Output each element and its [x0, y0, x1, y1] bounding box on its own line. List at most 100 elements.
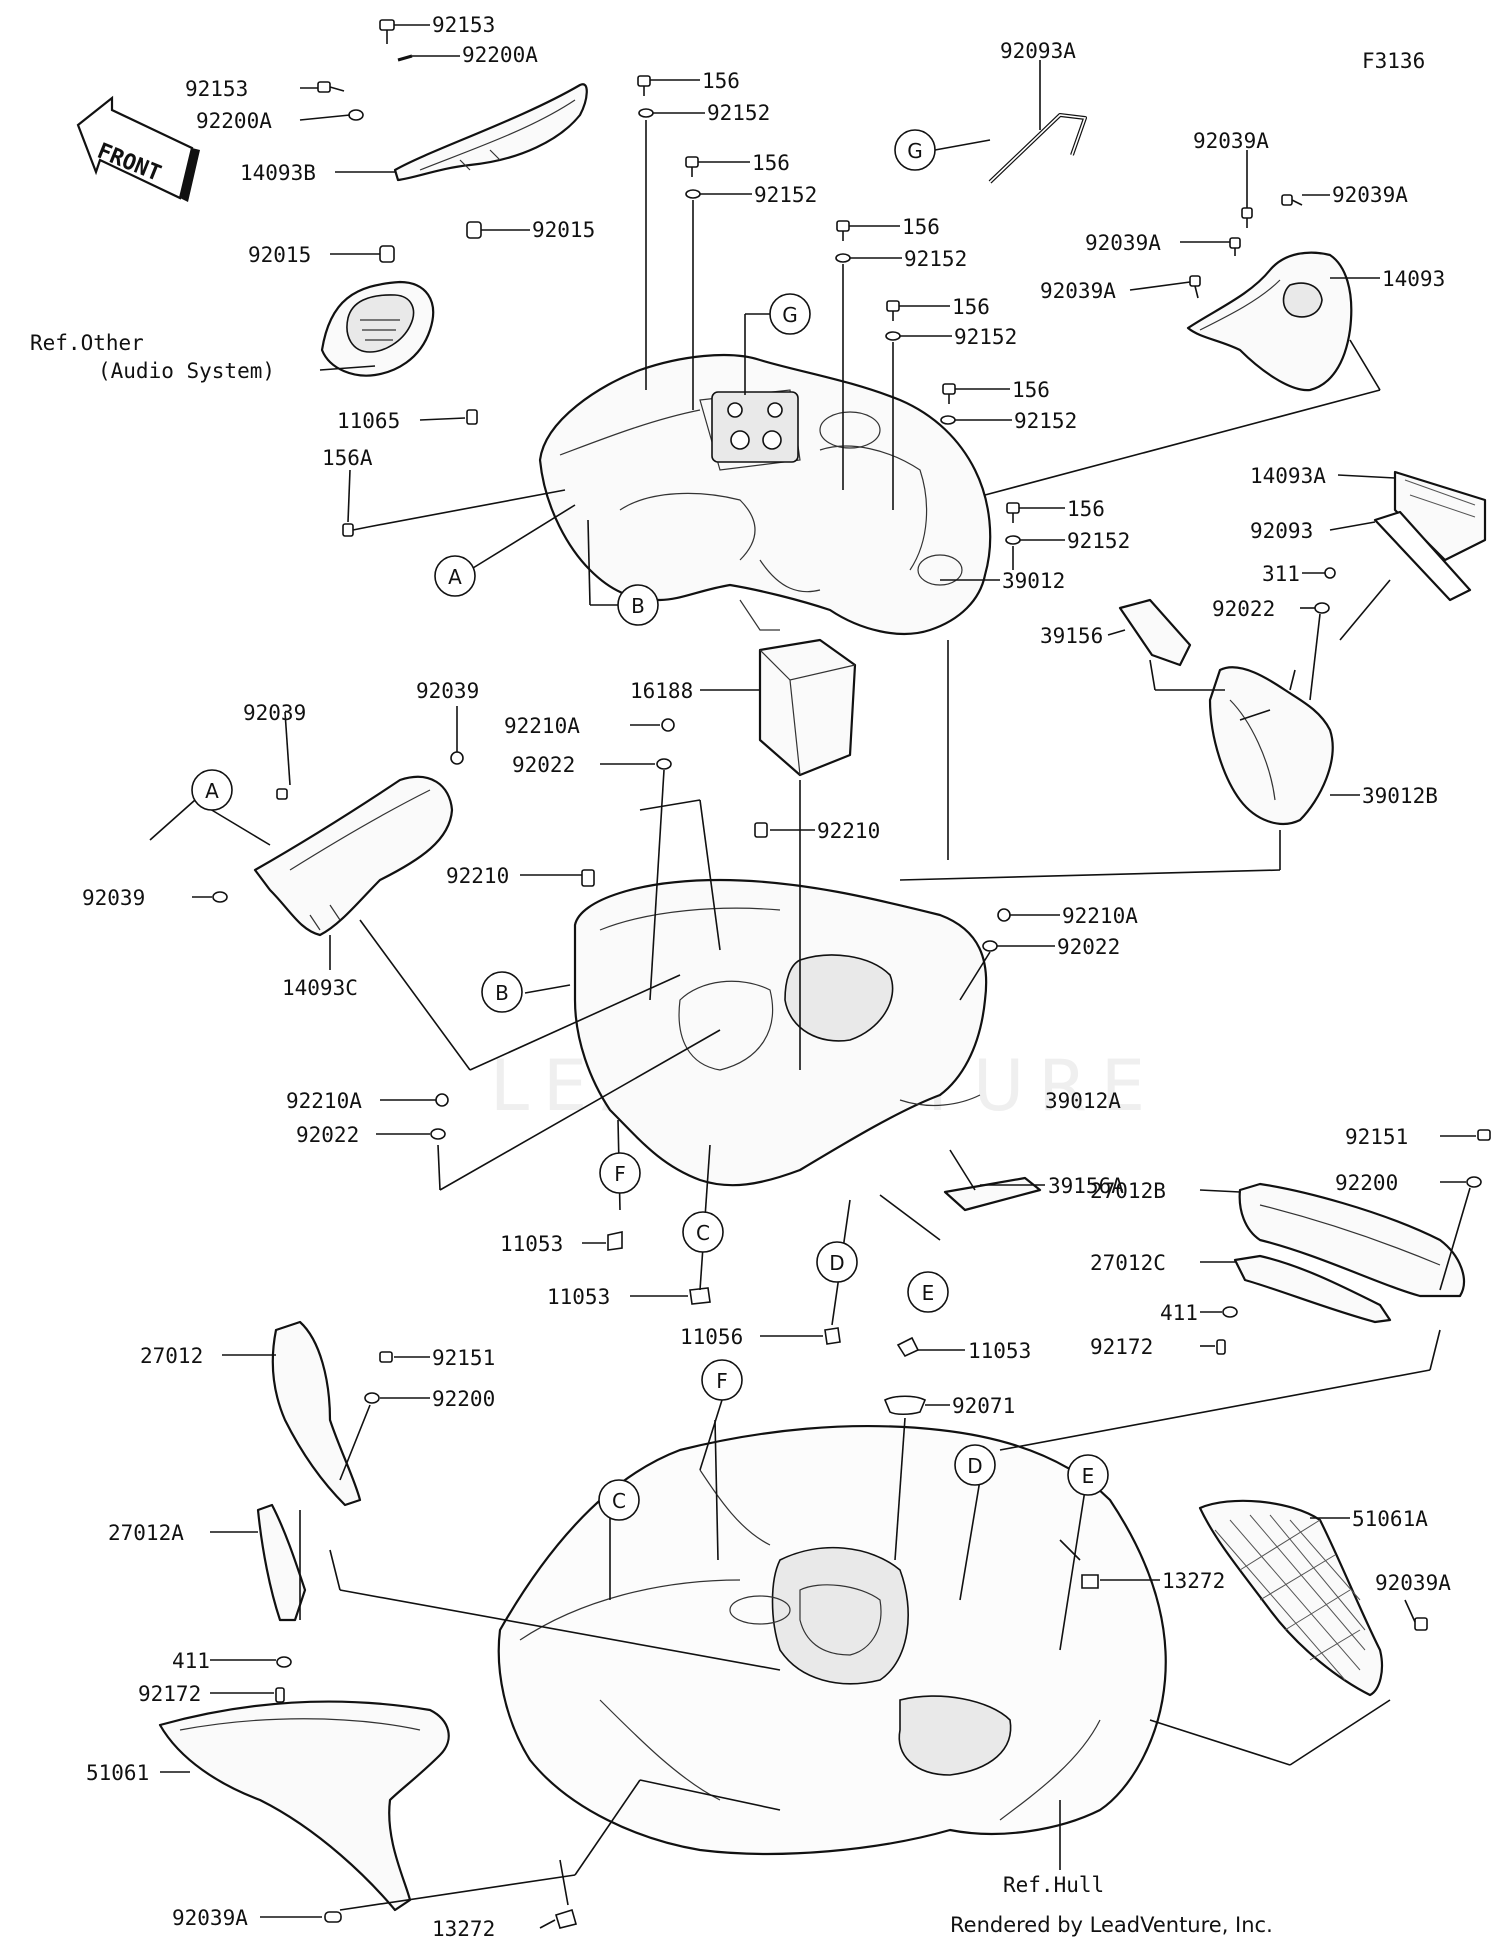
svg-text:G: G — [907, 139, 923, 163]
label-92153-b: 92153 — [185, 77, 248, 101]
label-92200a-a: 92200A — [462, 43, 538, 67]
label-14093: 14093 — [1382, 267, 1445, 291]
label-92071: 92071 — [952, 1394, 1015, 1418]
label-92022-left: 92022 — [296, 1123, 359, 1147]
label-51061: 51061 — [86, 1761, 149, 1785]
svg-text:A: A — [448, 565, 462, 589]
hardware-13272-left — [555, 1908, 577, 1929]
label-92210a-left: 92210A — [286, 1089, 362, 1113]
hardware-clips — [607, 1231, 920, 1358]
label-39156a: 39156A — [1048, 1174, 1124, 1198]
part-51061a-grille — [1198, 1499, 1384, 1697]
label-92210a-right: 92210A — [1062, 904, 1138, 928]
part-92093a-handle — [988, 113, 1087, 184]
callout-a-top: A — [434, 504, 576, 597]
label-92039-1: 92039 — [416, 679, 479, 703]
label-27012c: 27012C — [1090, 1251, 1166, 1275]
label-92210-left: 92210 — [446, 864, 509, 888]
label-14093a: 14093A — [1250, 464, 1326, 488]
hardware-13272-right — [1081, 1574, 1099, 1589]
label-27012: 27012 — [140, 1344, 203, 1368]
svg-text:F: F — [614, 1162, 626, 1186]
label-92039-3: 92039 — [82, 886, 145, 910]
hardware-92200-right — [1466, 1176, 1482, 1188]
label-92015-b: 92015 — [248, 243, 311, 267]
part-27012 — [271, 1320, 362, 1507]
label-39012: 39012 — [1002, 569, 1065, 593]
svg-text:D: D — [829, 1251, 844, 1275]
label-92210a-top: 92210A — [504, 714, 580, 738]
callout-a-left: A — [191, 769, 233, 811]
hardware-92210a-right — [997, 908, 1011, 922]
label-11065: 11065 — [337, 409, 400, 433]
svg-text:C: C — [696, 1221, 710, 1245]
callout-e-hull: E — [1067, 1454, 1109, 1496]
label-16188: 16188 — [630, 679, 693, 703]
label-92039a-3: 92039A — [1085, 231, 1161, 255]
label-411-right: 411 — [1160, 1301, 1198, 1325]
part-39156a-pad — [943, 1176, 1042, 1212]
label-92200a-b: 92200A — [196, 109, 272, 133]
label-92039a-4: 92039A — [1040, 279, 1116, 303]
hardware-92210a-top — [661, 718, 675, 732]
callout-c-mid: C — [682, 1211, 724, 1253]
label-27012b: 27012B — [1090, 1179, 1166, 1203]
part-audio-bezel — [320, 280, 435, 377]
svg-text:A: A — [205, 779, 219, 803]
label-92172-left: 92172 — [138, 1682, 201, 1706]
label-156-6: 156 — [1067, 497, 1105, 521]
label-92151-right: 92151 — [1345, 1125, 1408, 1149]
hardware-311 — [1324, 567, 1336, 579]
hardware-92210-left — [581, 869, 595, 887]
label-14093c: 14093C — [282, 976, 358, 1000]
part-39012b-panel — [1208, 666, 1334, 825]
label-92200-left: 92200 — [432, 1387, 495, 1411]
part-16188 — [758, 638, 857, 777]
label-ref-hull: Ref.Hull — [1003, 1873, 1104, 1897]
label-51061a: 51061A — [1352, 1507, 1428, 1531]
footer-credit: Rendered by LeadVenture, Inc. — [950, 1913, 1273, 1937]
label-92152-2: 92152 — [754, 183, 817, 207]
label-27012a: 27012A — [108, 1521, 184, 1545]
hardware-92172-left — [275, 1687, 285, 1703]
label-156-4: 156 — [952, 295, 990, 319]
label-156-3: 156 — [902, 215, 940, 239]
label-13272-right: 13272 — [1162, 1569, 1225, 1593]
label-156-5: 156 — [1012, 378, 1050, 402]
part-92093-seal — [1373, 510, 1472, 602]
label-39012b: 39012B — [1362, 784, 1438, 808]
hardware-92022-right — [982, 940, 998, 952]
label-92039a-1: 92039A — [1193, 129, 1269, 153]
part-92200a-strip — [397, 54, 413, 62]
label-92039a-left: 92039A — [172, 1906, 248, 1930]
label-92039a-right: 92039A — [1375, 1571, 1451, 1595]
hardware-92039a-right — [1414, 1617, 1428, 1631]
label-92200-right: 92200 — [1335, 1171, 1398, 1195]
callout-g-console: G — [744, 293, 811, 395]
label-92152-4: 92152 — [954, 325, 1017, 349]
hardware-92039-left — [212, 751, 464, 903]
svg-text:D: D — [967, 1454, 982, 1478]
callout-b-top: B — [587, 519, 659, 626]
label-audio-system: (Audio System) — [98, 359, 275, 383]
front-arrow-icon: FRONT — [76, 95, 200, 202]
part-39012-console — [538, 353, 992, 636]
label-311: 311 — [1262, 562, 1300, 586]
label-92015-a: 92015 — [532, 218, 595, 242]
label-92153-a: 92153 — [432, 13, 495, 37]
label-39012a: 39012A — [1045, 1089, 1121, 1113]
label-92172-right: 92172 — [1090, 1335, 1153, 1359]
callout-e-mid: E — [907, 1271, 949, 1313]
label-92039-2: 92039 — [243, 701, 306, 725]
label-ref-other: Ref.Other — [30, 331, 144, 355]
label-92039a-2: 92039A — [1332, 183, 1408, 207]
hardware-11065 — [466, 409, 478, 425]
part-14093a — [1393, 470, 1487, 562]
callout-c-hull: C — [598, 1479, 640, 1521]
hardware-92039a-group — [1189, 194, 1303, 299]
label-39156: 39156 — [1040, 624, 1103, 648]
hardware-411-right — [1222, 1306, 1238, 1318]
label-14093b: 14093B — [240, 161, 316, 185]
label-11056: 11056 — [680, 1325, 743, 1349]
hardware-92200a — [348, 109, 364, 121]
